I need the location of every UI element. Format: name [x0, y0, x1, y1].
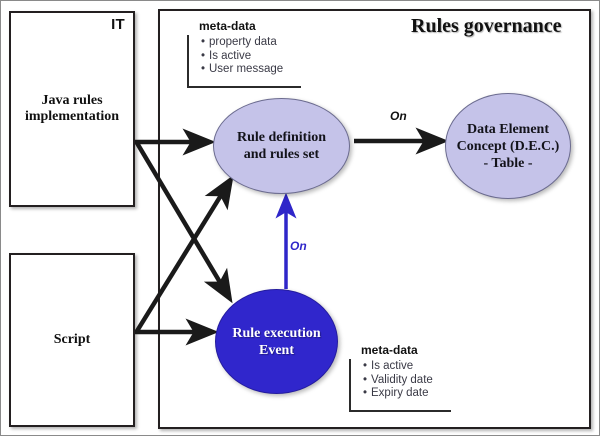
node-rule-execution-event: Rule execution Event	[215, 289, 338, 394]
metadata-top-item: property data	[201, 36, 283, 50]
metadata-top-title: meta-data	[199, 19, 256, 33]
node-rule-definition-line2: and rules set	[243, 147, 320, 162]
it-box-corner-label: IT	[111, 16, 125, 33]
metadata-bottom-title: meta-data	[361, 343, 418, 357]
metadata-top-list: property data Is active User message	[193, 36, 301, 77]
node-rule-definition: Rule definition and rules set	[213, 98, 350, 194]
script-box-title-line1: Script	[53, 332, 91, 347]
metadata-bottom-list: Is active Validity date Expiry date	[355, 360, 451, 401]
metadata-top-bracket: property data Is active User message	[187, 35, 302, 88]
it-box-title: Java rules implementation	[11, 93, 133, 125]
node-data-element-concept: Data Element Concept (D.E.C.) - Table -	[445, 93, 571, 199]
script-box-title: Script	[11, 332, 133, 348]
metadata-bottom-item: Validity date	[363, 374, 433, 388]
metadata-bottom-item: Expiry date	[363, 387, 433, 401]
edge-label-on-to-dec: On	[390, 109, 407, 123]
metadata-top-item: Is active	[201, 50, 283, 64]
metadata-bottom-bracket: Is active Validity date Expiry date	[349, 359, 451, 412]
node-rule-definition-line1: Rule definition	[236, 130, 327, 145]
node-rule-execution-line1: Rule execution	[232, 325, 321, 341]
node-rule-execution-line2: Event	[258, 342, 294, 358]
node-rule-definition-text: Rule definition and rules set	[233, 129, 330, 163]
it-box: IT Java rules implementation	[9, 11, 135, 207]
node-dec-line2: Concept (D.E.C.)	[456, 138, 560, 154]
node-rule-execution-text: Rule execution Event	[228, 325, 324, 359]
script-box: Script	[9, 253, 135, 427]
metadata-callout-bottom: meta-data Is active Validity date Expiry…	[349, 343, 451, 412]
metadata-top-item: User message	[201, 63, 283, 77]
edge-label-on-to-rule-definition: On	[290, 239, 307, 253]
metadata-bottom-item: Is active	[363, 360, 433, 374]
it-box-title-line1: Java rules	[41, 93, 103, 108]
node-dec-line3: - Table -	[483, 155, 533, 171]
node-dec-line1: Data Element	[466, 121, 550, 137]
it-box-title-line2: implementation	[24, 109, 120, 124]
node-dec-text: Data Element Concept (D.E.C.) - Table -	[453, 121, 564, 172]
metadata-callout-top: meta-data property data Is active User m…	[187, 19, 302, 88]
rules-governance-title: Rules governance	[411, 15, 562, 37]
